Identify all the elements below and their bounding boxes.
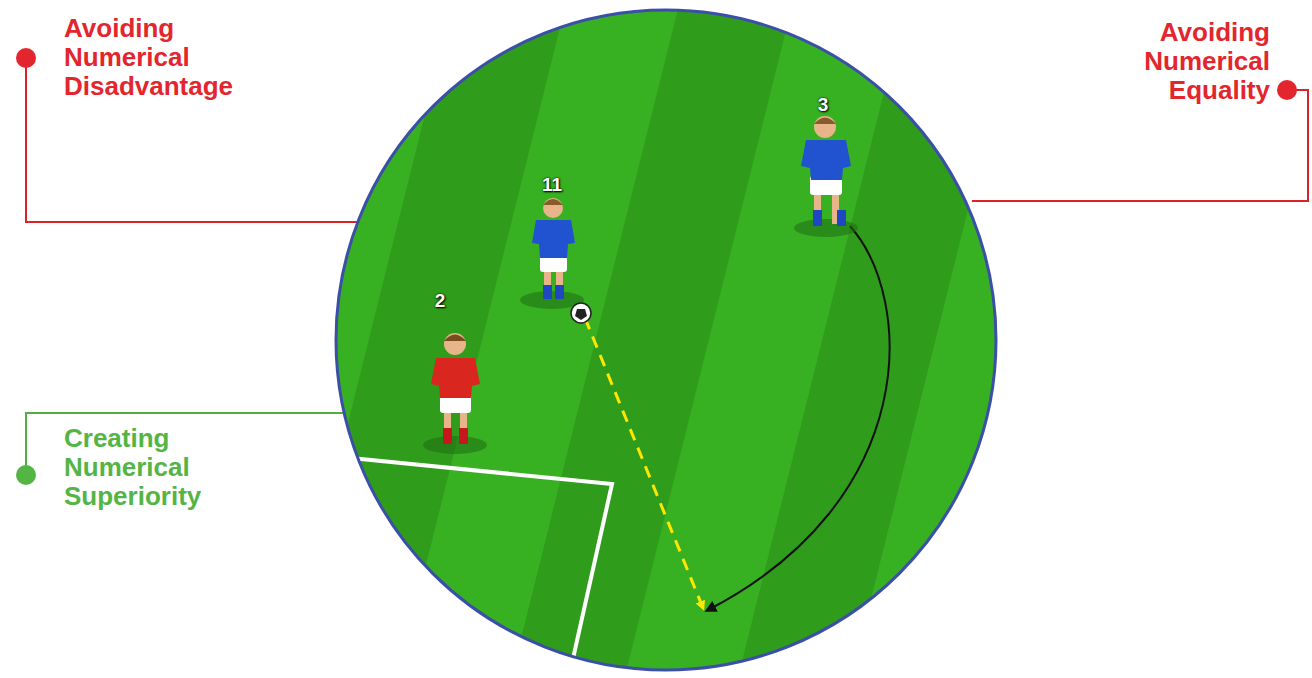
pass-arrow xyxy=(585,318,703,608)
player-number: 3 xyxy=(818,94,829,116)
ball xyxy=(571,303,591,323)
player-blue-11 xyxy=(520,198,584,309)
player-number: 11 xyxy=(542,174,562,196)
callout-label: Avoiding Numerical Disadvantage xyxy=(64,14,233,101)
run-arrow xyxy=(708,226,890,610)
player-red-2 xyxy=(423,333,487,454)
player-blue-3 xyxy=(794,116,858,237)
player-number: 2 xyxy=(435,290,446,312)
pitch xyxy=(300,0,1020,678)
callout-label: Avoiding Numerical Equality xyxy=(1144,18,1270,105)
pitch-circle xyxy=(336,10,996,670)
callout-label: Creating Numerical Superiority xyxy=(64,424,201,511)
ball-patch xyxy=(575,309,587,320)
